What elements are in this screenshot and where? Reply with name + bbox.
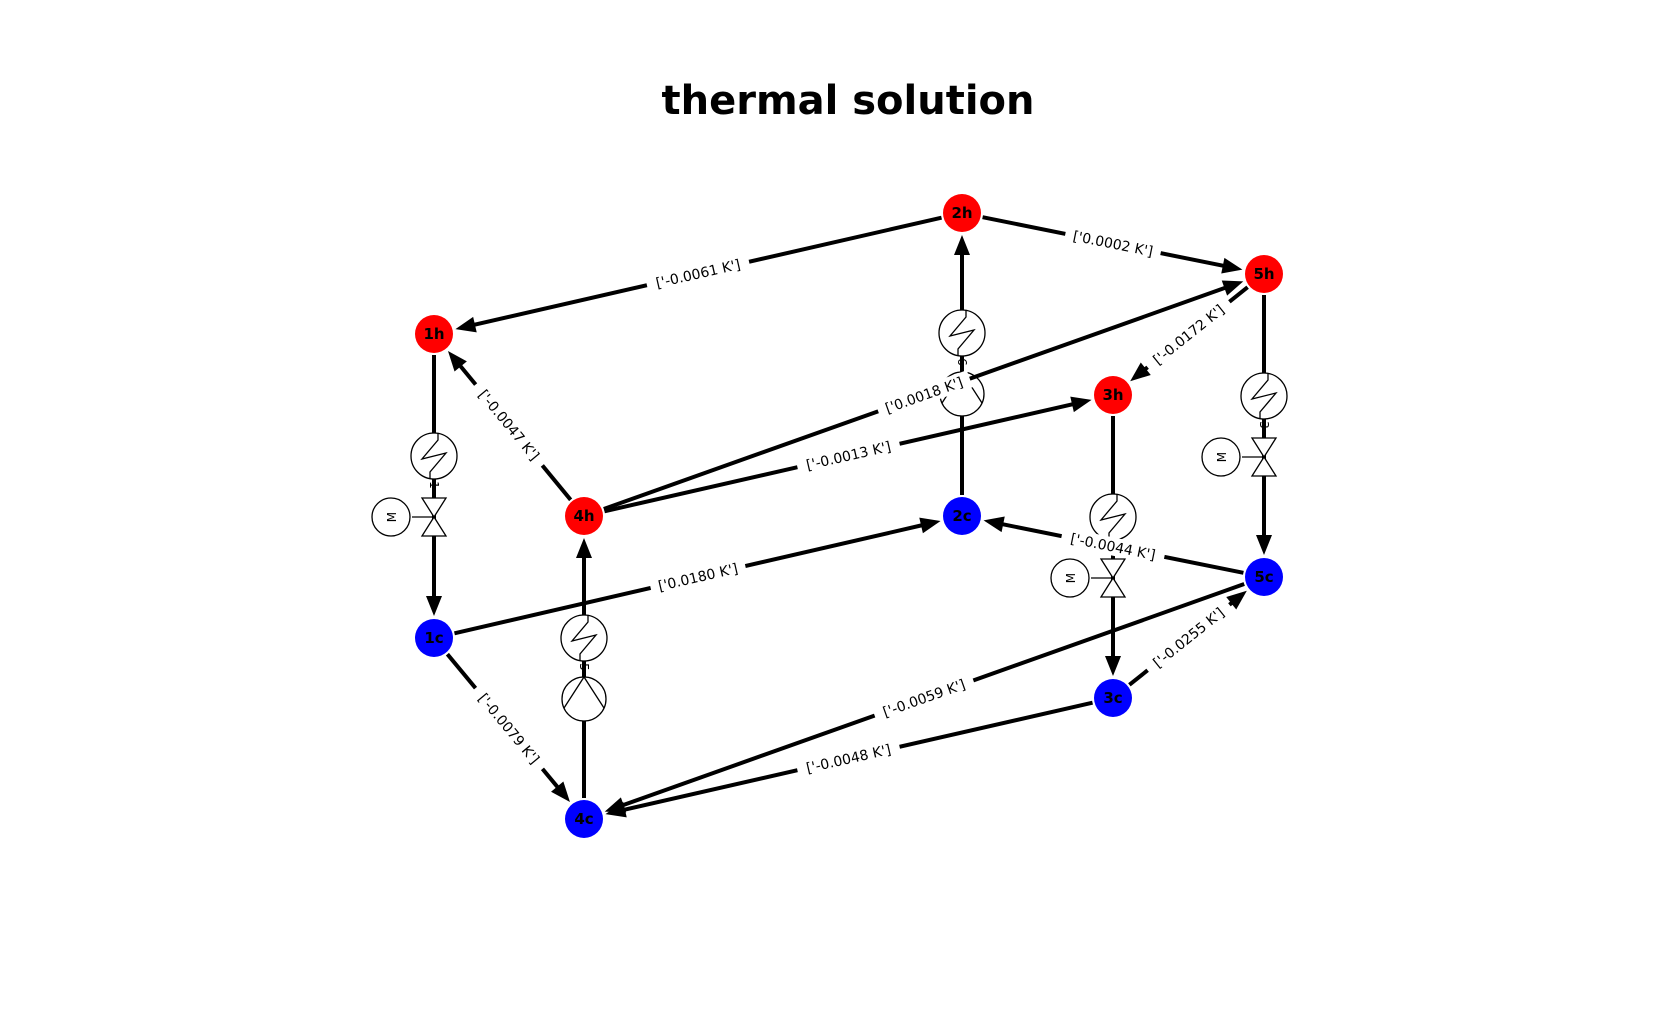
node-label: 5c: [1254, 568, 1273, 586]
vertical-connections: [426, 235, 1272, 798]
motor-valve-icon: M: [1050, 558, 1127, 598]
hot-node-marker: [943, 194, 981, 232]
edge-label-text: ['-0.0079 K']: [475, 691, 542, 768]
edge-label-text: ['-0.0048 K']: [805, 742, 893, 777]
pump-icon: [561, 675, 607, 722]
edge-label-2h-5h: ['0.0002 K']: [1063, 225, 1163, 262]
node-label: 4c: [574, 810, 593, 828]
edge-label-4h-1h: ['-0.0047 K']: [468, 378, 550, 472]
edge-label-text: ['-0.0047 K']: [475, 387, 542, 464]
node-label: 1h: [423, 325, 444, 343]
node-label: 4h: [573, 507, 594, 525]
edge-label-4h-3h: ['-0.0013 K']: [795, 435, 902, 476]
node-2c: 2c: [943, 497, 981, 535]
node-3h: 3h: [1094, 376, 1132, 414]
cold-node-marker: [1245, 558, 1283, 596]
hot-node-marker: [1094, 376, 1132, 414]
motor-label: M: [1215, 452, 1229, 462]
heat-exchanger-icon: 1: [410, 432, 458, 489]
heat-exchanger-number: 3: [1257, 421, 1271, 429]
heat-exchanger-icon: 5: [560, 614, 608, 671]
motor-valve-icon: M: [371, 497, 448, 537]
edge-label-2h-1h: ['-0.0061 K']: [644, 253, 752, 294]
edge-label-text: ['0.0180 K']: [657, 561, 740, 595]
cold-node-marker: [415, 619, 453, 657]
edge-label-3c-5c: ['-0.0255 K']: [1141, 597, 1236, 678]
heat-exchanger-number: 1: [427, 481, 441, 489]
motor-label: M: [1064, 573, 1078, 583]
edge-label-5c-4c: ['-0.0059 K']: [871, 671, 977, 725]
motor-valve-icon: M: [1201, 437, 1278, 477]
node-3c: 3c: [1094, 679, 1132, 717]
node-5h: 5h: [1245, 255, 1283, 293]
cold-node-marker: [1094, 679, 1132, 717]
node-2h: 2h: [943, 194, 981, 232]
node-label: 2h: [951, 204, 972, 222]
node-label: 3c: [1103, 689, 1122, 707]
node-4c: 4c: [565, 800, 603, 838]
node-4h: 4h: [565, 497, 603, 535]
edge-label-text: ['-0.0059 K']: [881, 677, 968, 721]
heat-exchanger-icon: 6: [938, 309, 986, 366]
edge-label-1c-2c: ['0.0180 K']: [648, 557, 748, 597]
network-nodes: 1h 2h 3h 4h 5h 1c 2c 3c 4c 5c: [415, 194, 1283, 838]
edge-label-1c-4c: ['-0.0079 K']: [468, 682, 550, 775]
node-label: 3h: [1102, 386, 1123, 404]
edge-label-text: ['-0.0013 K']: [805, 439, 893, 474]
hot-node-marker: [1245, 255, 1283, 293]
cold-node-marker: [943, 497, 981, 535]
node-1c: 1c: [415, 619, 453, 657]
edge-label-5h-3h: ['-0.0172 K']: [1141, 294, 1236, 375]
node-label: 1c: [424, 629, 443, 647]
node-label: 5h: [1253, 265, 1274, 283]
edge-label-text: ['0.0002 K']: [1071, 229, 1154, 261]
edge-label-text: ['-0.0061 K']: [654, 257, 742, 292]
hot-node-marker: [415, 315, 453, 353]
cold-node-marker: [565, 800, 603, 838]
heat-exchanger-number: 6: [955, 358, 969, 366]
node-label: 2c: [952, 507, 971, 525]
edge-label-3c-4c: ['-0.0048 K']: [795, 738, 902, 779]
hot-node-marker: [565, 497, 603, 535]
heat-exchanger-number: 5: [577, 663, 591, 671]
diagram-title: thermal solution: [661, 78, 1034, 124]
heat-exchanger-icon: 3: [1240, 372, 1288, 429]
node-1h: 1h: [415, 315, 453, 353]
motor-label: M: [385, 512, 399, 522]
node-5c: 5c: [1245, 558, 1283, 596]
